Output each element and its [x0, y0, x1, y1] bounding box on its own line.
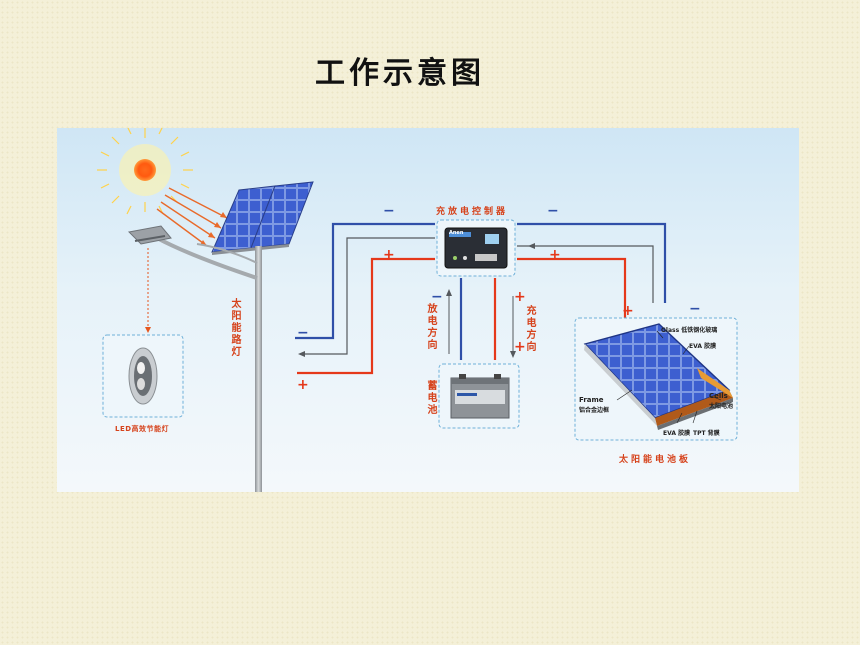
part-cells-label: Cells: [709, 392, 728, 400]
sun-rays: [156, 187, 228, 247]
solar-panel-label: 太阳能电池板: [619, 455, 692, 465]
diagram-svg: [97, 128, 738, 492]
charge-direction-label: 充电方向: [524, 305, 535, 353]
solar-module-icon: [583, 323, 733, 430]
minus-sign: −: [431, 289, 443, 305]
plus-sign: +: [514, 339, 526, 355]
plus-sign: +: [549, 247, 561, 263]
part-glass-label: Glass 低铁钢化玻璃: [661, 327, 718, 334]
led-lamp-label: LED高效节能灯: [115, 425, 170, 433]
battery-label: 蓄电池: [425, 380, 436, 416]
minus-sign: −: [297, 325, 309, 341]
street-light-pole: [127, 225, 262, 492]
part-frame-cn-label: 铝合金边框: [579, 407, 610, 414]
battery-icon: [450, 374, 510, 419]
minus-sign: −: [547, 203, 559, 219]
part-eva-bottom-label: EVA 胶膜: [663, 430, 691, 437]
part-tpt-label: TPT 背膜: [693, 430, 720, 437]
part-frame-label: Frame: [579, 396, 604, 404]
led-lamp-icon: [128, 347, 158, 405]
charge-controller-icon: [444, 227, 508, 269]
page-title: 工作示意图: [315, 56, 485, 91]
sun-icon: [97, 128, 193, 215]
plus-sign: +: [383, 247, 395, 263]
plus-sign: +: [297, 377, 309, 393]
part-cells-cn-label: 太阳电池: [709, 403, 734, 410]
minus-sign: −: [689, 301, 701, 317]
part-eva-top-label: EVA 胶膜: [689, 343, 717, 350]
plus-sign: +: [622, 303, 634, 319]
controller-brand: Anen: [449, 230, 464, 236]
diagram-panel: 充放电控制器 太阳能路灯 放电方向 充电方向 蓄电池 LED高效节能灯 太阳能电…: [57, 128, 799, 492]
discharge-direction-label: 放电方向: [425, 303, 436, 351]
street-light-solar-panel: [211, 181, 314, 255]
plus-sign: +: [514, 289, 526, 305]
street-light-label: 太阳能路灯: [229, 298, 240, 358]
minus-sign: −: [383, 203, 395, 219]
controller-label: 充放电控制器: [436, 207, 509, 217]
